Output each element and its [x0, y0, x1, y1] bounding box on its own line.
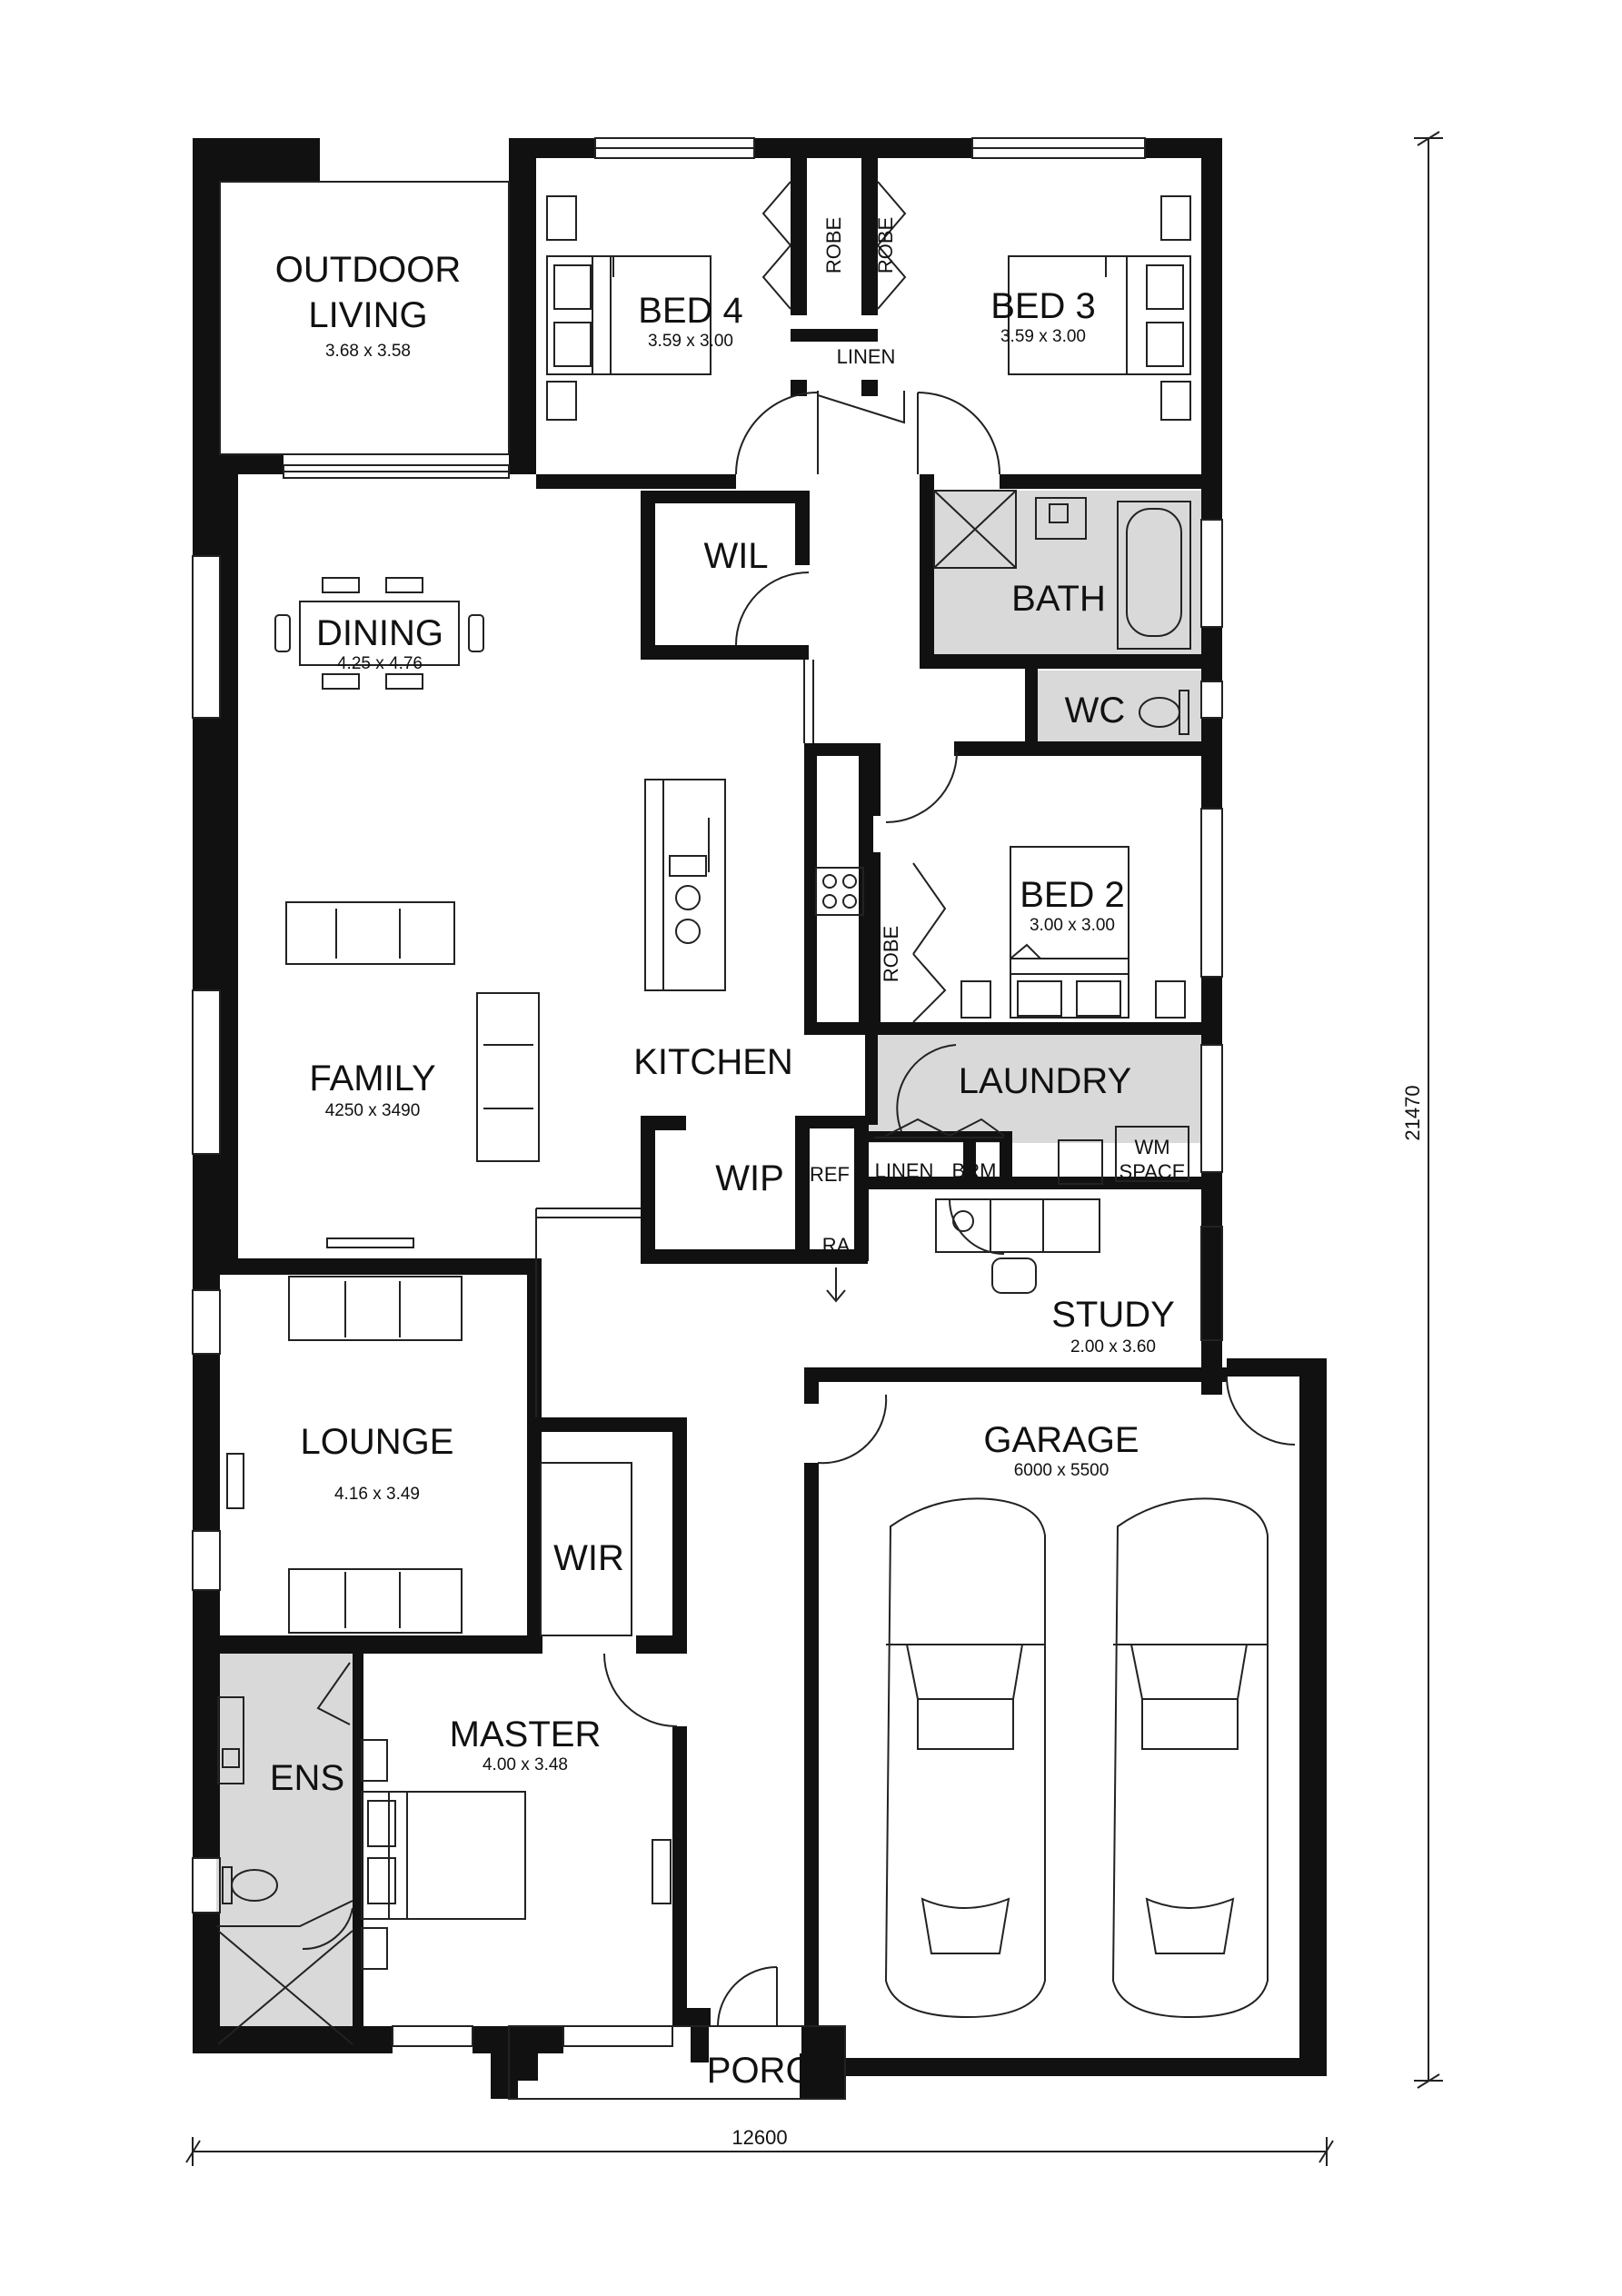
- garage-label: GARAGE: [983, 1420, 1139, 1460]
- linen-label: LINEN: [837, 345, 896, 368]
- bed3-label: BED 3: [990, 286, 1096, 326]
- wm-label: WM: [1134, 1136, 1169, 1158]
- bed3-size: 3.59 x 3.00: [1000, 327, 1086, 346]
- brm-label: BRM: [952, 1159, 997, 1182]
- kitchen-label: KITCHEN: [633, 1042, 793, 1082]
- wil-label: WIL: [703, 536, 768, 576]
- outdoor-living-size: 3.68 x 3.58: [325, 342, 411, 361]
- wip-label: WIP: [715, 1158, 784, 1198]
- wc-label: WC: [1065, 691, 1126, 731]
- robe-label-3: ROBE: [880, 926, 902, 982]
- wir-label: WIR: [553, 1538, 624, 1578]
- thin-lines: [185, 131, 1443, 2166]
- bed2-size: 3.00 x 3.00: [1030, 916, 1115, 935]
- robe-label-2: ROBE: [874, 217, 897, 273]
- car-right: [1111, 1497, 1269, 2019]
- study-label: STUDY: [1051, 1295, 1175, 1335]
- wm-space-label: SPACE: [1119, 1160, 1186, 1183]
- bed4-size: 3.59 x 3.00: [648, 332, 733, 351]
- bed2-label: BED 2: [1020, 875, 1125, 915]
- master-label: MASTER: [450, 1715, 602, 1754]
- porch-label: PORCH: [707, 2051, 838, 2091]
- lounge-size: 4.16 x 3.49: [334, 1485, 420, 1504]
- ra-label: RA: [822, 1234, 851, 1257]
- overall-depth-label: 21470: [1401, 1085, 1424, 1140]
- walls: [193, 138, 1327, 2099]
- family-label: FAMILY: [309, 1059, 435, 1098]
- ref-label: REF: [810, 1163, 850, 1186]
- room-labels: OUTDOOR LIVING 3.68 x 3.58 BED 4 3.59 x …: [270, 217, 1186, 2091]
- lounge-label: LOUNGE: [301, 1422, 454, 1462]
- wet-areas: [216, 491, 1201, 2052]
- dimension-labels: 12600 21470: [731, 1085, 1424, 2149]
- overall-width-label: 12600: [731, 2126, 787, 2149]
- dining-size: 4.25 x 4.76: [337, 654, 423, 673]
- robe-label-1: ROBE: [822, 217, 845, 273]
- study-size: 2.00 x 3.60: [1070, 1337, 1156, 1357]
- bath-label: BATH: [1011, 579, 1106, 619]
- laundry-label: LAUNDRY: [959, 1061, 1131, 1101]
- bed4-label: BED 4: [638, 291, 743, 331]
- ens-label: ENS: [270, 1758, 344, 1798]
- outdoor-living-label: OUTDOOR: [275, 250, 461, 290]
- outdoor-living-label-2: LIVING: [308, 295, 427, 335]
- master-size: 4.00 x 3.48: [483, 1755, 568, 1774]
- garage-size: 6000 x 5500: [1014, 1461, 1110, 1480]
- linen-label-2: LINEN: [875, 1159, 934, 1182]
- family-size: 4250 x 3490: [325, 1101, 421, 1120]
- dining-label: DINING: [316, 613, 443, 653]
- car-left: [884, 1497, 1046, 2019]
